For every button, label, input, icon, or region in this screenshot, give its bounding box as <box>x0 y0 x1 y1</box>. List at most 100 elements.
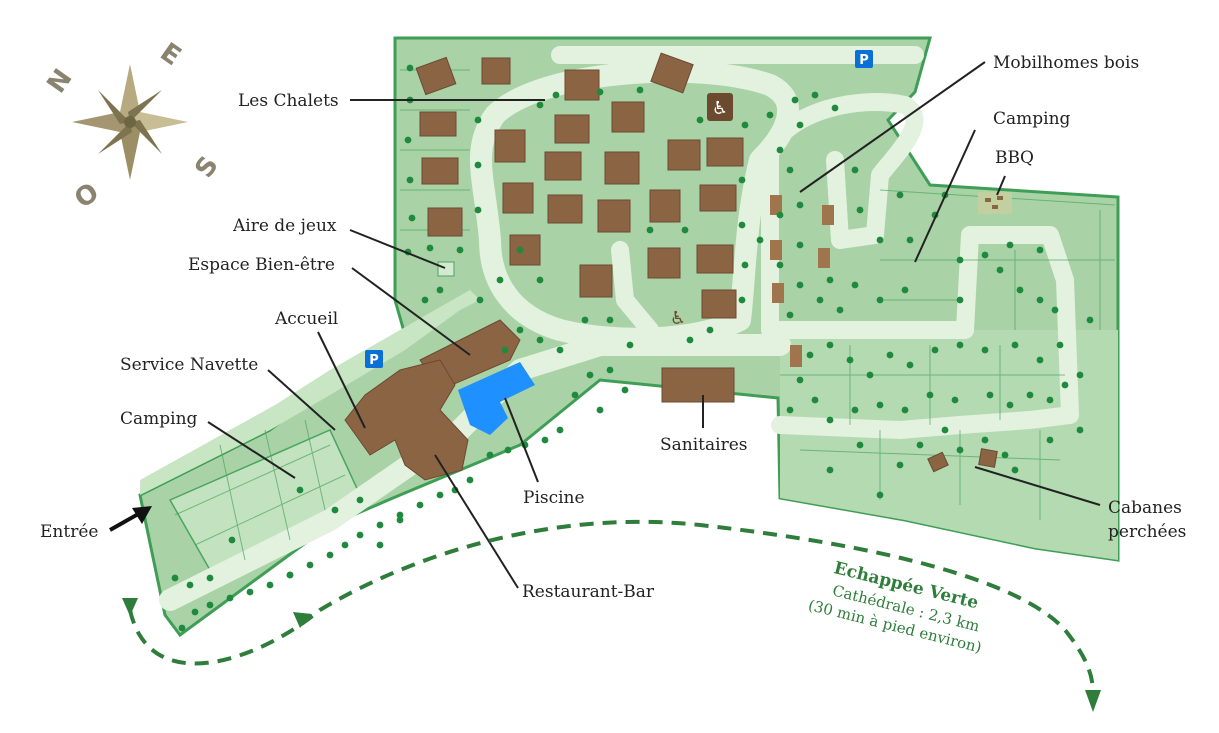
tree-icon <box>986 391 994 399</box>
label-chalets: Les Chalets <box>238 91 339 111</box>
bbq-area <box>978 192 1012 214</box>
tree-icon <box>421 296 429 304</box>
tree-icon <box>1086 316 1094 324</box>
tree-icon <box>766 111 774 119</box>
tree-icon <box>326 551 334 559</box>
svg-text:♿: ♿ <box>712 98 728 119</box>
tree-icon <box>831 104 839 112</box>
label-restaurant: Restaurant-Bar <box>522 582 655 602</box>
tree-icon <box>226 594 234 602</box>
tree-icon <box>496 276 504 284</box>
tree-icon <box>1006 241 1014 249</box>
entrance-arrow-icon <box>109 506 152 532</box>
tree-icon <box>956 446 964 454</box>
tree-icon <box>206 601 214 609</box>
tree-icon <box>466 476 474 484</box>
route-arrow-start-icon <box>122 598 138 616</box>
tree-icon <box>681 226 689 234</box>
tree-icon <box>1011 341 1019 349</box>
tree-icon <box>796 201 804 209</box>
tree-icon <box>436 491 444 499</box>
tree-icon <box>1051 306 1059 314</box>
tree-icon <box>474 206 482 214</box>
tree-icon <box>811 91 819 99</box>
tree-icon <box>981 436 989 444</box>
building-accueil-restaurant <box>344 359 469 481</box>
tree-icon <box>901 406 909 414</box>
wheelchair-icon: ♿ <box>670 308 686 329</box>
tree-icon <box>474 161 482 169</box>
compass-north: N <box>41 64 78 99</box>
tree-icon <box>1026 391 1034 399</box>
tree-icon <box>931 346 939 354</box>
compass-rose: N E S O <box>41 37 224 214</box>
tree-icon <box>1011 466 1019 474</box>
tree-icon <box>776 146 784 154</box>
tree-icon <box>541 436 549 444</box>
tree-icon <box>206 574 214 582</box>
label-accueil: Accueil <box>274 309 338 329</box>
tree-icon <box>404 136 412 144</box>
tree-icon <box>516 326 524 334</box>
label-camping-east: Camping <box>993 109 1071 129</box>
tree-icon <box>504 446 512 454</box>
tree-icon <box>811 396 819 404</box>
aire-de-jeux-area <box>437 261 455 277</box>
wheelchair-icon <box>707 93 733 121</box>
label-perchees: perchées <box>1108 522 1186 542</box>
tree-icon <box>806 351 814 359</box>
tree-icon <box>1006 401 1014 409</box>
accessible-south: ♿ <box>670 308 686 329</box>
tree-icon <box>552 91 560 99</box>
tree-icon <box>536 101 544 109</box>
tree-icon <box>786 311 794 319</box>
tree-icon <box>331 506 339 514</box>
tree-icon <box>536 276 544 284</box>
tree-icon <box>776 261 784 269</box>
tree-icon <box>776 211 784 219</box>
tree-icon <box>796 376 804 384</box>
tree-icon <box>501 346 509 354</box>
tree-icon <box>896 461 904 469</box>
tree-icon <box>956 256 964 264</box>
label-bien-etre: Espace Bien-être <box>188 255 335 275</box>
tree-icon <box>516 246 524 254</box>
parking-icon <box>855 50 873 68</box>
tree-icon <box>796 281 804 289</box>
tree-icon <box>1036 356 1044 364</box>
tree-icon <box>926 391 934 399</box>
chalets <box>415 52 744 319</box>
tree-icon <box>826 341 834 349</box>
route-line <box>128 519 1095 691</box>
parking-south: P <box>365 350 383 368</box>
tree-icon <box>556 346 564 354</box>
tree-icon <box>626 341 634 349</box>
tree-icon <box>406 176 414 184</box>
tree-icon <box>738 176 746 184</box>
compass-south: S <box>189 151 224 184</box>
tree-icon <box>286 571 294 579</box>
tree-icon <box>876 401 884 409</box>
tree-icon <box>786 406 794 414</box>
tree-icon <box>738 296 746 304</box>
tree-icon <box>791 96 799 104</box>
tree-icon <box>356 496 364 504</box>
svg-text:P: P <box>369 353 379 368</box>
tree-icon <box>1076 426 1084 434</box>
labels: Les Chalets Mobilhomes bois Camping BBQ … <box>40 53 1186 602</box>
cabane-2 <box>978 448 998 468</box>
tree-icon <box>581 316 589 324</box>
tree-icon <box>178 624 186 632</box>
tree-icon <box>1056 341 1064 349</box>
tree-icon <box>536 336 544 344</box>
compass-west: O <box>69 177 104 214</box>
bbq-grill-icon <box>985 196 1003 209</box>
tree-icon <box>876 236 884 244</box>
tree-icon <box>606 316 614 324</box>
compass-east: E <box>155 37 187 72</box>
label-mobilhomes: Mobilhomes bois <box>993 53 1139 73</box>
tree-icon <box>396 511 404 519</box>
label-entree: Entrée <box>40 522 98 542</box>
